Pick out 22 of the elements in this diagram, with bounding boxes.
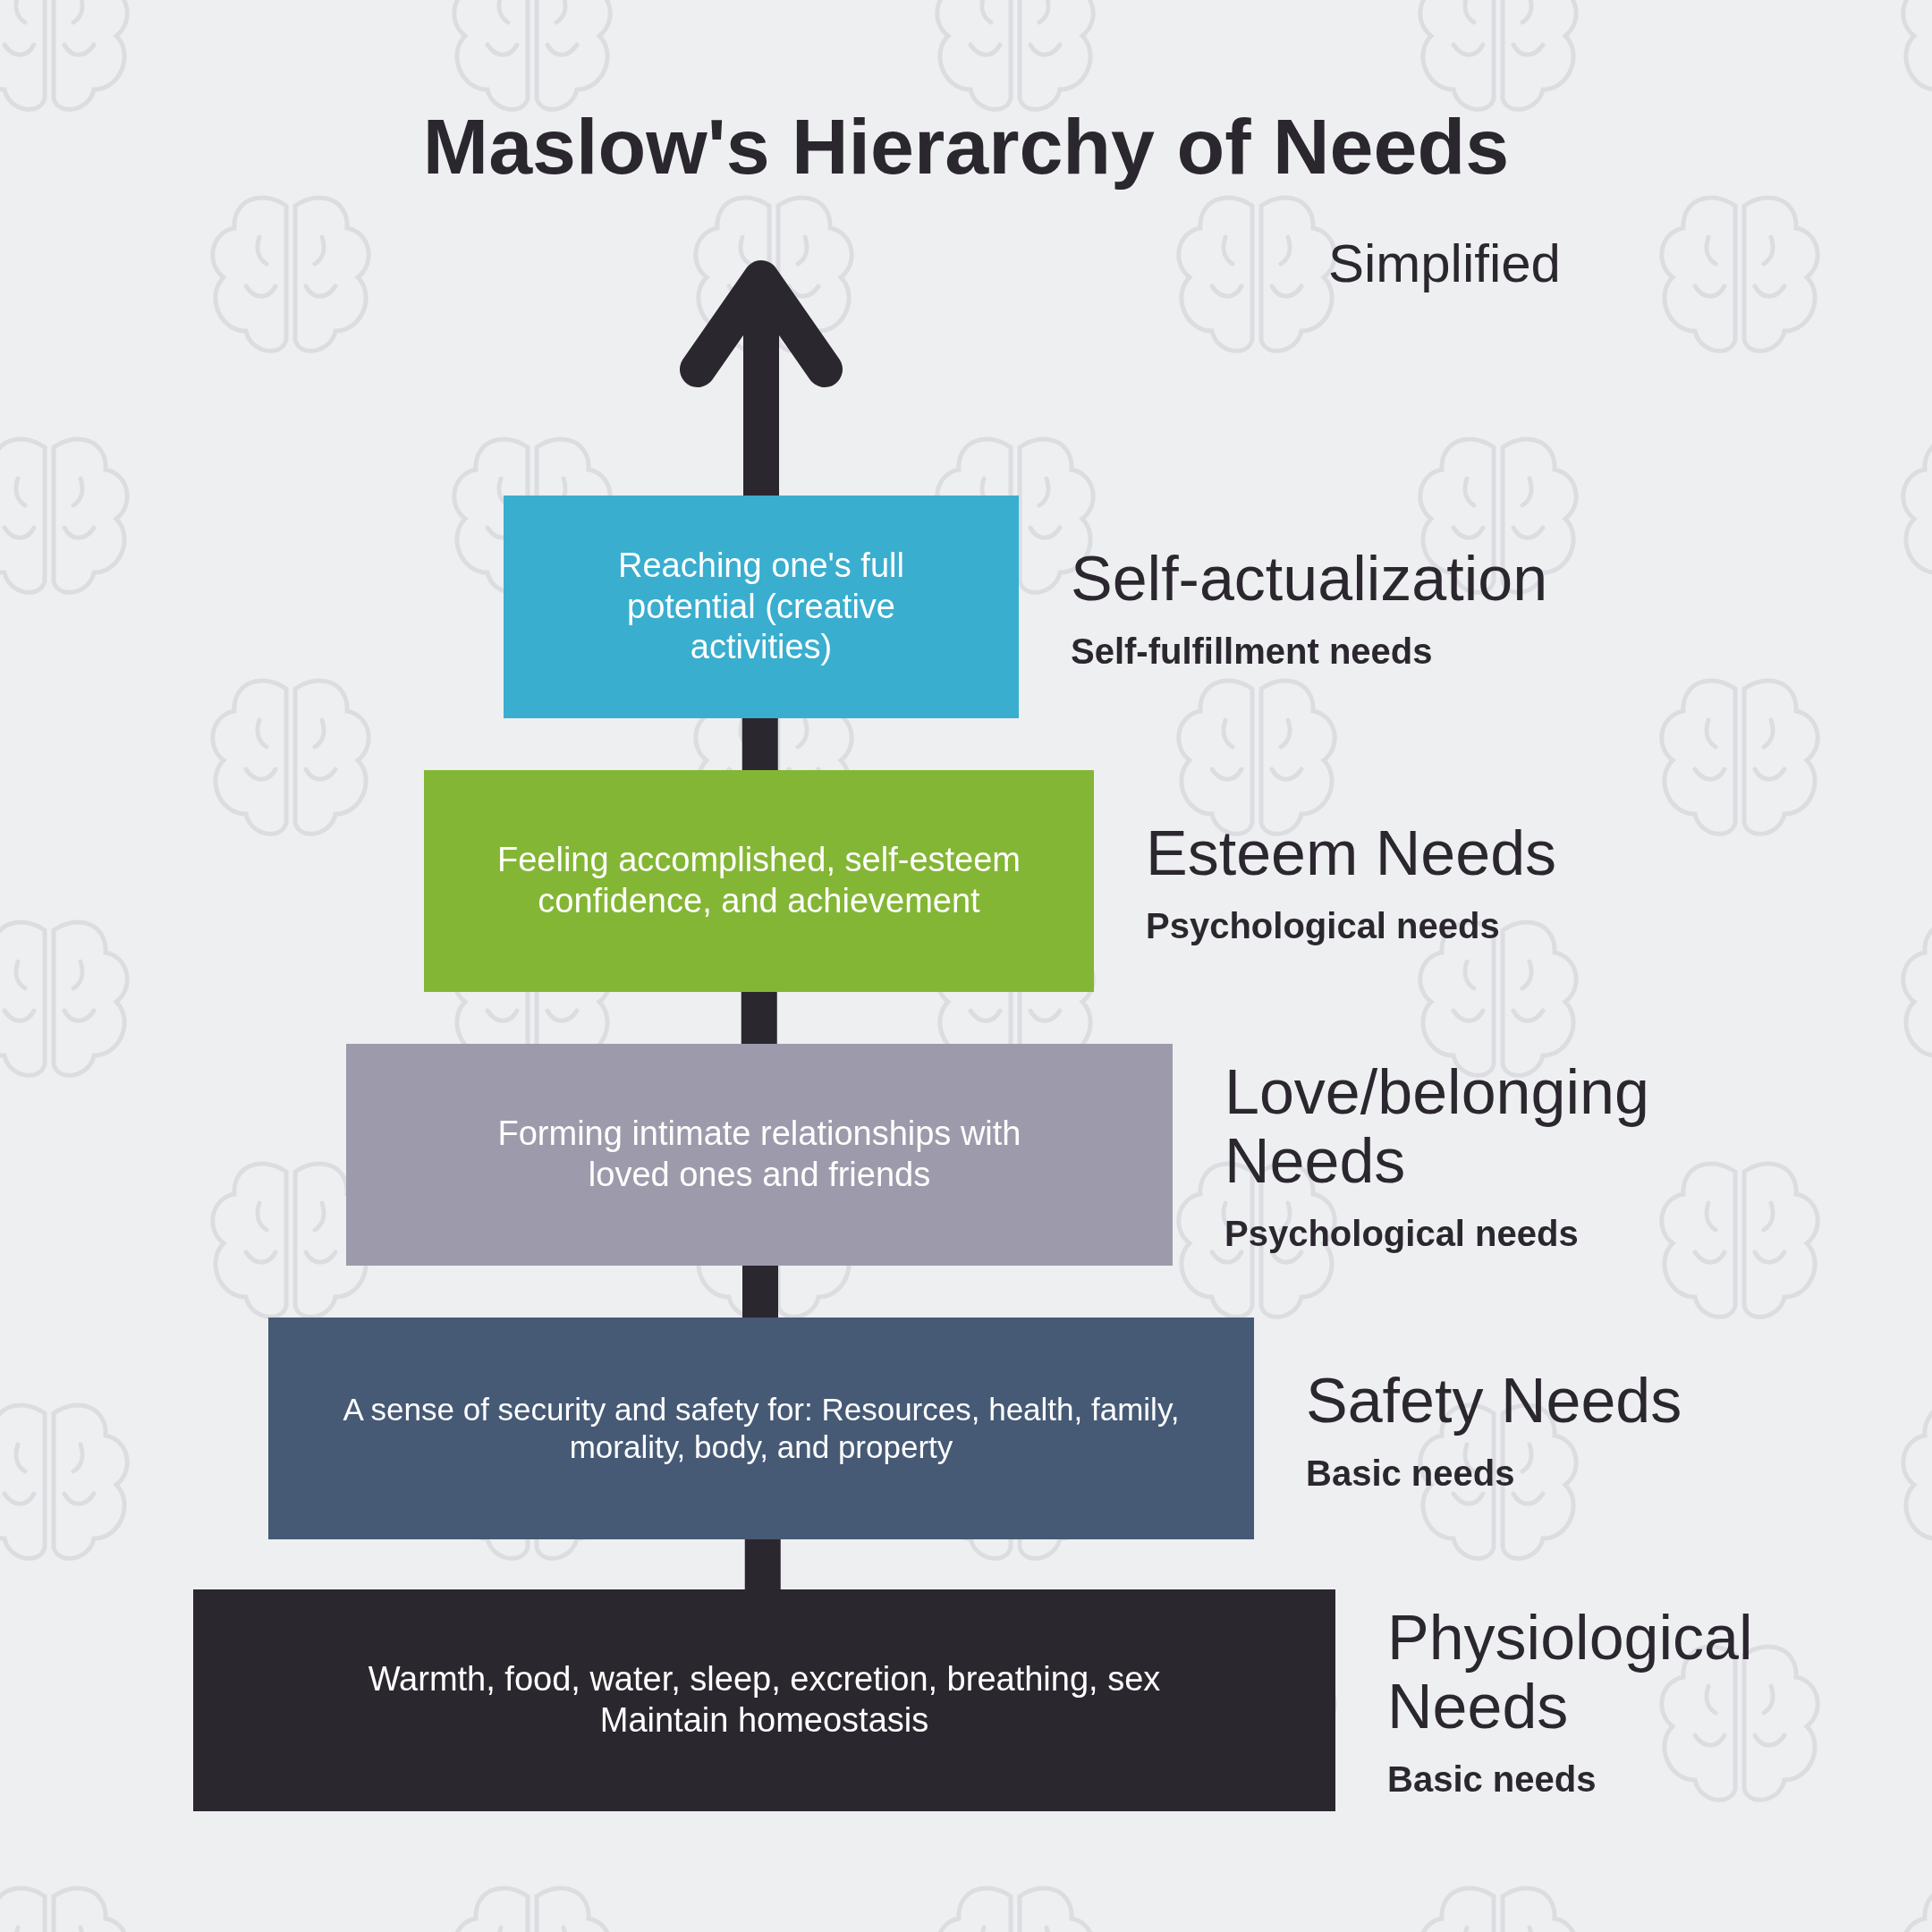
level-name: Safety Needs bbox=[1306, 1366, 1683, 1436]
level-box bbox=[424, 770, 1094, 992]
level-box bbox=[504, 496, 1019, 718]
level-description: A sense of security and safety for: Resources, health, family, morality, body, and property bbox=[342, 1391, 1181, 1466]
level-category: Psychological needs bbox=[1224, 1216, 1580, 1251]
level-name: Esteem Needs bbox=[1146, 818, 1558, 888]
subtitle: Simplified bbox=[1327, 237, 1561, 291]
level-name: Self-actualization bbox=[1071, 545, 1549, 614]
level-category: Basic needs bbox=[1306, 1454, 1516, 1491]
level-name: Physiological Needs bbox=[1387, 1604, 1754, 1741]
arrow bbox=[680, 260, 843, 496]
level-name: Love/belonging Needs bbox=[1224, 1058, 1650, 1196]
level-box bbox=[193, 1589, 1335, 1811]
level-box bbox=[346, 1044, 1173, 1266]
level-box bbox=[268, 1318, 1254, 1539]
level-category: Basic needs bbox=[1387, 1761, 1597, 1797]
level-description: Forming intimate relationships with loved ones and friends bbox=[496, 1114, 1022, 1195]
level-description: Feeling accomplished, self-esteem confidence, and achievement bbox=[496, 840, 1022, 921]
level-description: Warmth, food, water, sleep, excretion, breathing, sex Maintain homeostasis bbox=[367, 1659, 1162, 1741]
level-category: Self-fulfillment needs bbox=[1071, 633, 1434, 669]
level-category: Psychological needs bbox=[1146, 907, 1501, 944]
level-description: Reaching one's full potential (creative activities) bbox=[617, 546, 905, 668]
